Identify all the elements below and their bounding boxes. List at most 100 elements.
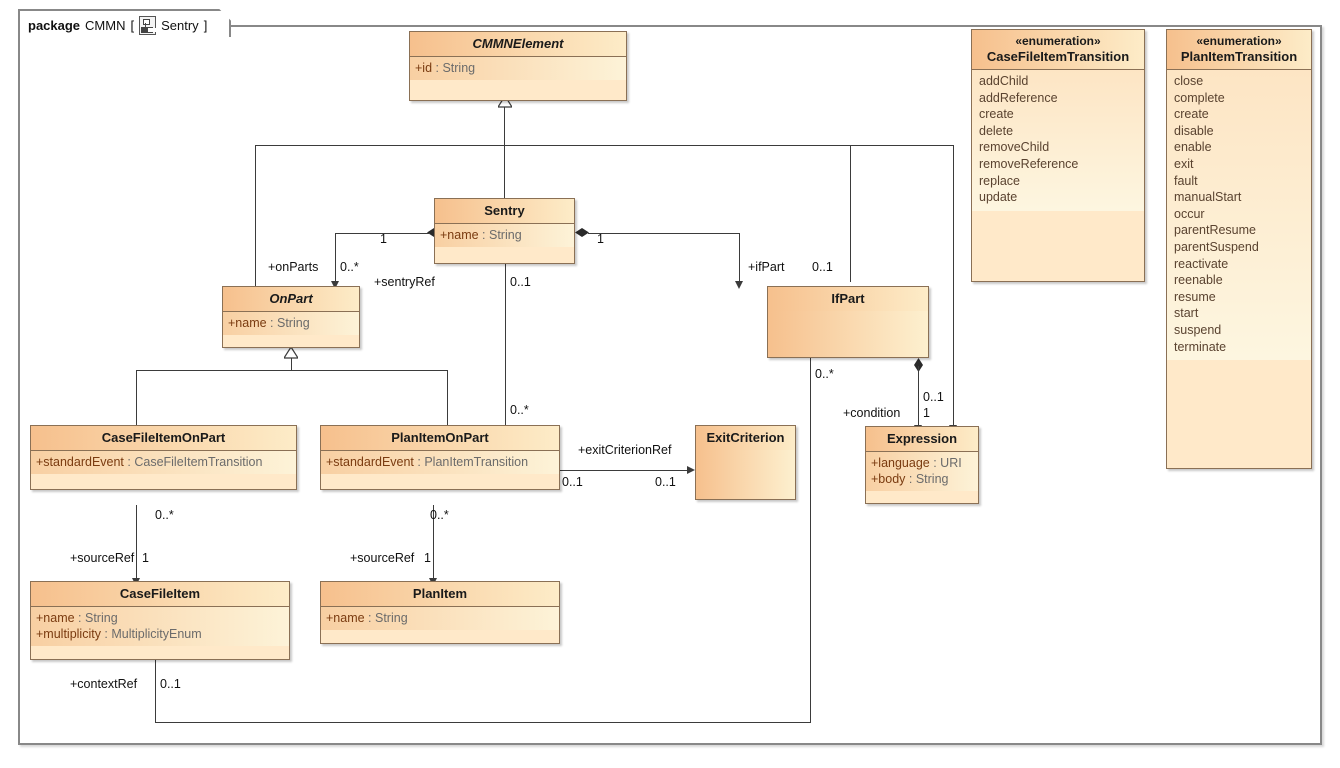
enum-literal: terminate [1174,339,1227,354]
class-casefileitem-name: CaseFileItem [31,582,289,607]
generalization-casefileitemonpart-leg [136,370,137,425]
composition-diamond-sentry-ifpart [575,228,589,237]
label-contextref-role: +contextRef [70,677,138,691]
class-cmmnelement[interactable]: CMMNElement +id : String [409,31,627,101]
enum-literal: replace [979,173,1020,188]
enum-literal: update [979,190,1018,205]
enum-literal: removeReference [979,156,1079,171]
enum-literal: delete [979,123,1014,138]
enum-literal: disable [1174,123,1214,138]
class-casefileitemonpart[interactable]: CaseFileItemOnPart +standardEvent : Case… [30,425,297,490]
attribute: +name : String [36,611,118,625]
pi-sourceref-edge [433,505,434,581]
class-sentry[interactable]: Sentry +name : String [434,198,575,264]
attribute: +standardEvent : CaseFileItemTransition [36,455,263,469]
class-cmmnelement-attrs: +id : String [410,57,626,80]
contextref-edge-left-leg [155,660,156,722]
attribute: +language : URI [871,456,962,470]
ifpart-edge-h [588,233,740,234]
enum-name: PlanItemTransition [1180,49,1298,64]
label-cfi-sourceref-mult: 1 [142,551,149,565]
class-expression[interactable]: Expression +language : URI +body : Strin… [865,426,979,504]
class-casefileitem[interactable]: CaseFileItem +name : String +multiplicit… [30,581,290,660]
sentryref-edge [505,264,506,425]
enum-literal: parentSuspend [1174,239,1259,254]
package-name: CMMN [85,17,126,33]
package-header-tab: package CMMN [ Sentry ] [18,9,231,37]
class-exitcriterion-name: ExitCriterion [696,426,795,450]
label-sentryref-role: +sentryRef [374,275,435,289]
label-cfi-sourceref-role: +sourceRef [70,551,135,565]
ifpart-edge-v [739,233,740,282]
class-expression-name: Expression [866,427,978,452]
top-routing-bus [255,145,953,146]
generalization-planitemonpart-leg [447,370,448,425]
class-onpart[interactable]: OnPart +name : String [222,286,360,348]
class-expression-attrs: +language : URI +body : String [866,452,978,491]
exitcriterionref-arrowhead [687,466,695,474]
enum-literal: enable [1174,140,1212,155]
label-exitcriterionref-role: +exitCriterionRef [578,443,672,457]
attribute: +standardEvent : PlanItemTransition [326,455,529,469]
attribute: +body : String [871,472,949,486]
label-condition-mult-bottom: 1 [923,406,930,420]
enum-casefileitemtransition-literals: addChild addReference create delete remo… [972,70,1144,211]
label-sentry-left-mult: 1 [380,232,387,246]
enum-literal: complete [1174,90,1225,105]
top-routing-ifpart-leg [850,145,851,282]
contextref-edge-right-leg [810,358,811,722]
enum-literal: parentResume [1174,223,1256,238]
label-onparts-role: +onParts [268,260,319,274]
class-planitem-attrs: +name : String [321,607,559,630]
label-ifpart-role: +ifPart [748,260,785,274]
class-cmmnelement-name: CMMNElement [410,32,626,57]
enum-literal: create [1174,107,1209,122]
label-contextref-mult: 0..1 [160,677,181,691]
enumeration-casefileitemtransition[interactable]: «enumeration» CaseFileItemTransition add… [971,29,1145,282]
label-condition-role: +condition [843,406,901,420]
label-sentry-right-mult: 1 [597,232,604,246]
enum-literal: occur [1174,206,1205,221]
stereotype: «enumeration» [1015,34,1101,48]
label-pi-onpart-mult: 0..* [430,508,449,522]
class-onpart-name: OnPart [223,287,359,312]
enum-literal: addChild [979,74,1029,88]
contextref-edge-bottom [155,722,811,723]
enum-name: CaseFileItemTransition [986,49,1130,64]
class-planitemonpart-attrs: +standardEvent : PlanItemTransition [321,451,559,474]
onparts-edge-h [335,233,430,234]
enum-casefileitemtransition-header: «enumeration» CaseFileItemTransition [972,30,1144,70]
class-exitcriterion[interactable]: ExitCriterion [695,425,796,500]
attribute: +name : String [228,316,310,330]
class-casefileitemonpart-name: CaseFileItemOnPart [31,426,296,451]
diagram-name: Sentry [161,17,199,33]
enum-literal: addReference [979,90,1058,105]
class-planitemonpart-name: PlanItemOnPart [321,426,559,451]
diagram-icon [139,16,156,35]
enum-planitemtransition-literals: close complete create disable enable exi… [1167,70,1311,361]
class-planitemonpart[interactable]: PlanItemOnPart +standardEvent : PlanItem… [320,425,560,490]
enum-literal: manualStart [1174,190,1242,205]
generalization-triangle-cmmnelement [498,96,512,108]
class-ifpart[interactable]: IfPart [767,286,929,358]
generalization-onpart-bus [136,370,448,371]
enum-literal: close [1174,74,1204,88]
label-ifpart-bottom-mult: 0..* [815,367,834,381]
class-ifpart-name: IfPart [768,287,928,311]
composition-diamond-ifpart-condition [914,358,923,372]
onparts-arrowhead [331,281,339,289]
generalization-sentry-cmmnelement [504,107,505,199]
label-pi-sourceref-mult: 1 [424,551,431,565]
enum-literal: suspend [1174,322,1222,337]
class-onpart-attrs: +name : String [223,312,359,335]
cfi-sourceref-edge [136,505,137,581]
ifpart-arrowhead [735,281,743,289]
exitcriterionref-edge [560,470,688,471]
class-planitem[interactable]: PlanItem +name : String [320,581,560,644]
enum-literal: resume [1174,289,1216,304]
class-sentry-name: Sentry [435,199,574,224]
enumeration-planitemtransition[interactable]: «enumeration» PlanItemTransition close c… [1166,29,1312,469]
enum-literal: reenable [1174,273,1223,288]
enum-literal: fault [1174,173,1198,188]
